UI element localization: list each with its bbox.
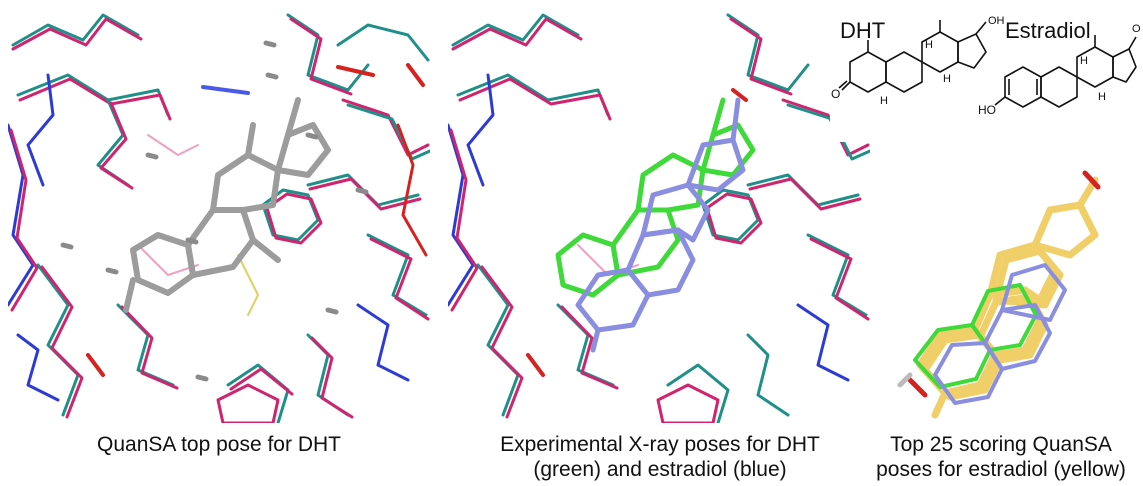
water-markers	[60, 40, 369, 382]
caption-middle-line1: Experimental X-ray poses for DHT	[500, 433, 820, 456]
caption-right: Top 25 scoring QuanSA poses for estradio…	[860, 432, 1142, 482]
estradiol-ligand-blue	[575, 97, 746, 353]
estradiol-name-label: Estradiol	[1005, 18, 1091, 43]
dht-oh-label: OH	[988, 15, 1005, 27]
estradiol-h-label-2: H	[1098, 91, 1106, 103]
dht-ligand-green	[555, 97, 756, 298]
caption-middle-line2: (green) and estradiol (blue)	[533, 458, 787, 481]
panel-xray-poses	[448, 5, 870, 423]
protein-wireframe	[448, 13, 870, 423]
dht-h-label-2: H	[943, 73, 951, 85]
protein-ligand-render-left	[8, 13, 430, 423]
protein-ligand-render-middle	[448, 13, 870, 423]
dht-name-label: DHT	[840, 18, 885, 43]
protein-wireframe	[8, 13, 430, 423]
panel-quansa-dht	[8, 5, 430, 423]
hydroxyl-accents	[897, 170, 1101, 398]
estradiol-structure	[994, 35, 1137, 108]
caption-right-line2: poses for estradiol (yellow)	[876, 458, 1126, 481]
estradiol-h-label-1: H	[1080, 55, 1088, 67]
dht-ligand-gray	[123, 97, 331, 313]
caption-right-line1: Top 25 scoring QuanSA	[890, 433, 1112, 456]
dht-h-label-1: H	[925, 39, 933, 51]
heteroatom-accents	[86, 63, 425, 377]
blue-pose	[933, 263, 1067, 405]
dht-h-label-3: H	[880, 95, 888, 107]
overlay-poses-render	[897, 170, 1101, 419]
estradiol-ho-label: HO	[978, 103, 996, 117]
dht-o-label: O	[831, 87, 840, 101]
structure-drawings: DHT Estradiol OH O H H H OH HO H H	[831, 15, 1140, 117]
dht-structure	[838, 20, 987, 93]
caption-left-text: QuanSA top pose for DHT	[97, 433, 341, 456]
caption-left: QuanSA top pose for DHT	[8, 432, 430, 457]
panel-2d-structures: DHT Estradiol OH O H H H OH HO H H	[830, 2, 1140, 142]
caption-middle: Experimental X-ray poses for DHT (green)…	[440, 432, 880, 482]
panel-top25-quansa	[880, 165, 1140, 425]
estradiol-oh-label: OH	[1132, 23, 1140, 35]
